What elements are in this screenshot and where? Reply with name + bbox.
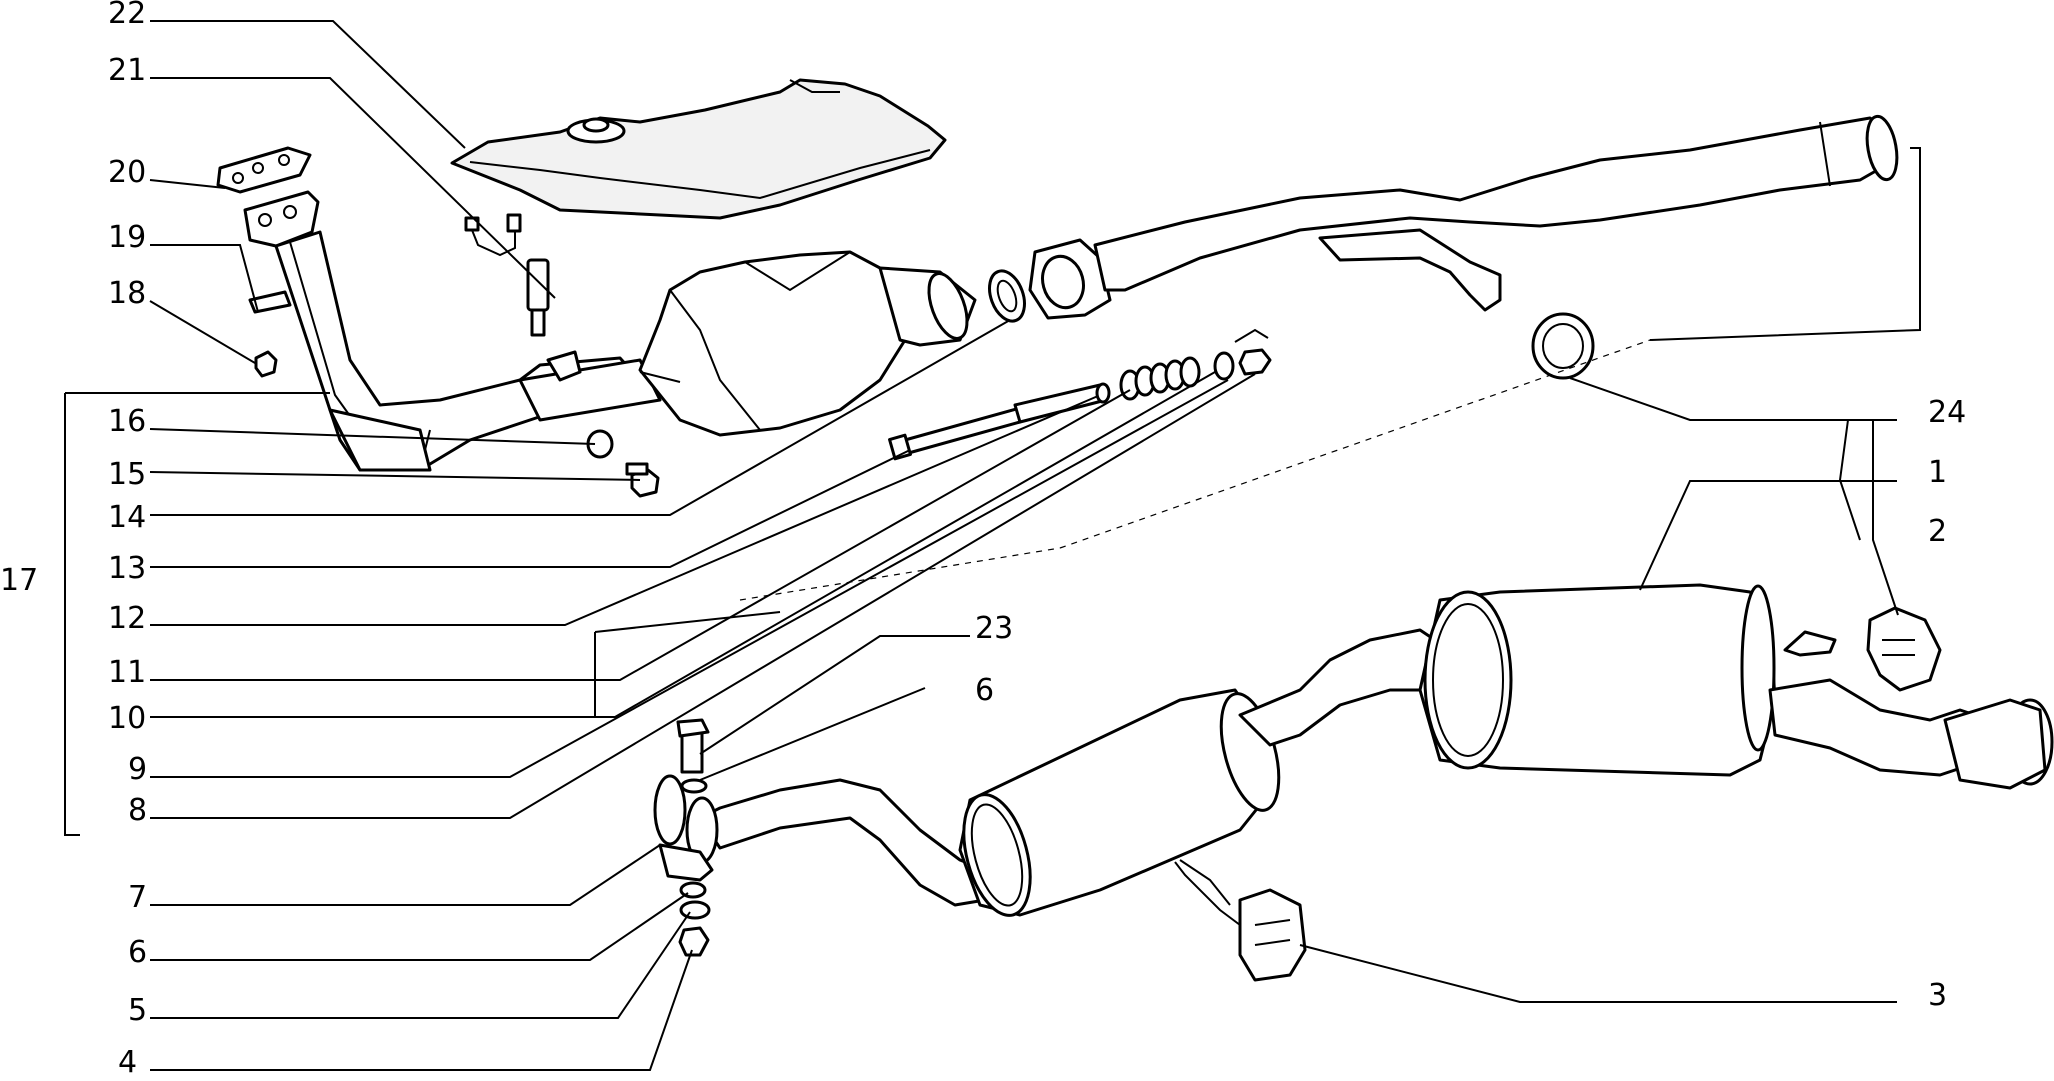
assembly-reference-line-2 [739, 547, 1061, 601]
leader-lines [149, 20, 1899, 1071]
callout-13: 13 [108, 551, 146, 586]
callout-18: 18 [108, 276, 146, 311]
callout-5: 5 [128, 993, 147, 1028]
callout-10: 10 [108, 701, 146, 736]
rear-muffler [1418, 583, 2054, 790]
callout-3: 3 [1928, 978, 1947, 1013]
callout-20: 20 [108, 155, 146, 190]
bolt-spring-set [888, 348, 1272, 461]
heat-shield [450, 78, 947, 220]
center-muffler [694, 628, 1452, 926]
callout-16: 16 [108, 404, 146, 439]
bracket-spring-set [1234, 328, 1269, 343]
callout-4: 4 [118, 1045, 137, 1076]
exhaust-gasket [216, 146, 312, 194]
catalytic-converter [638, 250, 977, 437]
callout-2: 2 [1928, 514, 1947, 549]
fastener-details [248, 290, 660, 498]
intermediate-pipe [1028, 114, 1899, 320]
callout-22: 22 [108, 0, 146, 31]
callout-1: 1 [1928, 455, 1947, 490]
callout-7: 7 [128, 880, 147, 915]
assembly-reference-line [1059, 339, 1651, 549]
lambda-sensor [464, 213, 582, 382]
rubber-hanger-rear [1866, 606, 1942, 692]
pipe-clamp [653, 718, 719, 957]
callout-24: 24 [1928, 395, 1966, 430]
callout-19: 19 [108, 220, 146, 255]
bracket-24 [1649, 147, 1921, 341]
callout-17: 17 [0, 563, 38, 598]
callout-6-upper: 6 [975, 673, 994, 708]
rubber-hanger-center [1179, 859, 1307, 982]
gasket-ring [988, 269, 1026, 323]
spring-coils [1119, 356, 1201, 401]
callout-11: 11 [108, 655, 146, 690]
callout-21: 21 [108, 53, 146, 88]
callout-8: 8 [128, 793, 147, 828]
callout-14: 14 [108, 500, 146, 535]
callout-6: 6 [128, 935, 147, 970]
callout-23: 23 [975, 611, 1013, 646]
callout-15: 15 [108, 457, 146, 492]
callout-9: 9 [128, 752, 147, 787]
bracket-17 [64, 393, 80, 836]
callout-labels: 22 21 20 19 18 16 15 14 13 12 11 10 9 8 … [0, 0, 1966, 1080]
bracket-10-11-top [594, 611, 781, 633]
front-downpipe [243, 190, 662, 472]
callout-12: 12 [108, 601, 146, 636]
rear-gasket-ring [1531, 312, 1595, 380]
